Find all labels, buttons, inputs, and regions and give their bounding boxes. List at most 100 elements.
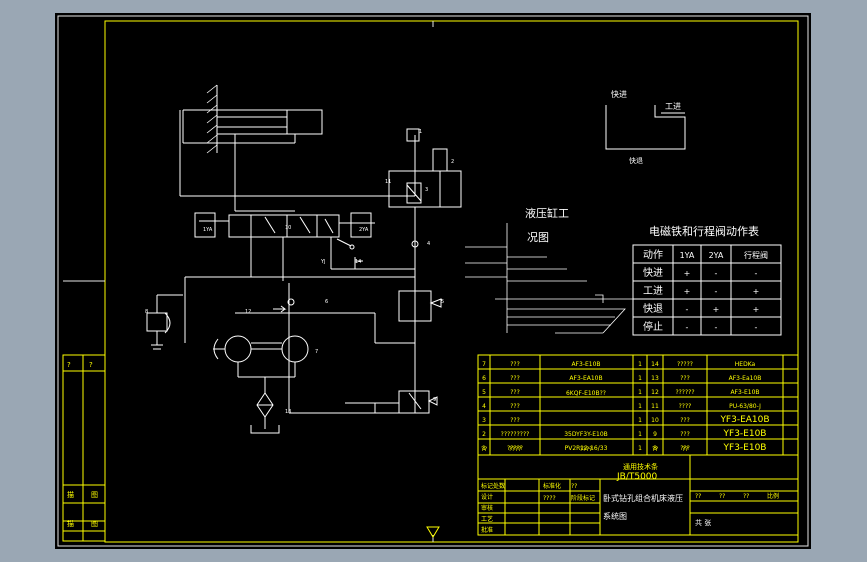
pump-2 xyxy=(281,335,309,363)
side-label-2: ? xyxy=(89,361,93,369)
action-cell: 工进 xyxy=(643,285,663,297)
parts-cell: ???? xyxy=(679,403,692,410)
parts-cell: ?????? xyxy=(675,389,694,396)
hydraulic-cylinder xyxy=(216,109,323,135)
action-cell: - xyxy=(686,323,689,332)
action-cell: + xyxy=(753,305,760,314)
side-label-6: 图 xyxy=(91,520,98,528)
parts-cell: 7 xyxy=(482,361,486,368)
outer-border xyxy=(57,15,809,547)
parts-cell: 4 xyxy=(482,403,486,410)
directional-valve xyxy=(228,214,340,238)
parts-cell: AF3-E10B xyxy=(730,389,759,396)
circuit-label: 9 xyxy=(433,397,436,403)
parts-cell: ????? xyxy=(507,445,523,452)
parts-cell: ??? xyxy=(510,403,520,410)
action-cell: 快进 xyxy=(643,267,663,279)
circuit-label: 12 xyxy=(245,309,251,315)
parts-footer-cell: ???? xyxy=(509,446,522,453)
parts-cell: 3 xyxy=(482,417,486,424)
parts-cell: 10 xyxy=(651,417,659,424)
parts-cell: 9 xyxy=(653,431,657,438)
circuit-label: 7 xyxy=(315,349,318,355)
parts-cell: PU-63/80-J xyxy=(729,403,761,410)
action-cell: + xyxy=(713,305,720,314)
title-row-label: 工艺 xyxy=(481,515,493,523)
sequence-label-fast-return: 快退 xyxy=(629,156,643,165)
parts-cell: ??? xyxy=(680,431,690,438)
parts-footer-cell: ?? xyxy=(652,446,658,453)
circuit-label: 14 xyxy=(355,259,361,265)
standard-code: JB/T5000 xyxy=(616,472,658,482)
parts-cell: AF3-E10B xyxy=(571,361,600,368)
parts-cell: ????? xyxy=(677,361,693,368)
action-cell: - xyxy=(715,287,718,296)
title-row-label: 批准 xyxy=(481,526,493,534)
title-cell: ???? xyxy=(543,495,556,502)
action-header-cell: 动作 xyxy=(643,249,663,261)
hydraulic-drawing: ? ? 描 图 描 图 xyxy=(57,15,809,547)
sheet-number-label: 共 张 xyxy=(695,518,711,527)
parts-cell: 1 xyxy=(638,431,642,438)
circuit-label: YJ xyxy=(320,259,326,265)
action-cell: - xyxy=(715,269,718,278)
drawing-sheet: ? ? 描 图 描 图 xyxy=(55,13,811,549)
title-cell: 比例 xyxy=(767,492,779,500)
action-cell: - xyxy=(755,269,758,278)
parts-cell: ??? xyxy=(680,417,690,424)
circuit-label: 5 xyxy=(441,299,444,305)
title-cell: 阶段标记 xyxy=(571,494,595,502)
parts-cell: AF3-Ea10B xyxy=(729,375,762,382)
side-label-3: 描 xyxy=(67,490,74,499)
action-header-cell: 2YA xyxy=(709,251,724,260)
parts-cell: PV2R12-16/33 xyxy=(565,445,608,452)
action-cell: - xyxy=(755,323,758,332)
action-table-title: 电磁铁和行程阀动作表 xyxy=(649,224,759,238)
parts-cell: ??? xyxy=(510,375,520,382)
parts-cell: ??? xyxy=(510,361,520,368)
title-row-label: 设计 xyxy=(481,493,493,501)
parts-cell: 35DYF3Y-E10B xyxy=(564,431,608,438)
action-cell: + xyxy=(684,269,691,278)
parts-cell: ??? xyxy=(680,445,690,452)
parts-cell: YF3-E10B xyxy=(723,429,767,439)
parts-footer-cell: ???? xyxy=(580,446,593,453)
standard-label: 通用技术条 xyxy=(623,462,658,471)
circuit-label: 1YA xyxy=(203,227,213,233)
parts-cell: ????????? xyxy=(501,431,530,438)
parts-cell: 12 xyxy=(651,389,659,396)
circuit-label: 2 xyxy=(451,159,454,165)
parts-cell: 11 xyxy=(651,403,659,410)
parts-cell: ??? xyxy=(680,375,690,382)
action-header-cell: 1YA xyxy=(680,251,695,260)
condition-curve xyxy=(465,223,635,334)
circuit-label: 2YA xyxy=(359,227,369,233)
parts-cell: 1 xyxy=(638,403,642,410)
title-cell: ?? xyxy=(743,493,749,500)
center-mark-icon xyxy=(426,526,440,538)
parts-cell: 6 xyxy=(482,375,486,382)
circuit-label: 6 xyxy=(325,299,328,305)
parts-cell: 5 xyxy=(482,389,486,396)
parts-cell: YF3-E10B xyxy=(723,443,767,453)
left-side-strip xyxy=(62,354,106,542)
parts-cell: 8 xyxy=(653,445,657,452)
circuit-label: 4 xyxy=(427,241,430,247)
condition-diagram-title: 液压缸工 xyxy=(525,206,569,220)
sequence-label-fast-forward: 快进 xyxy=(611,89,627,99)
parts-cell: 1 xyxy=(638,361,642,368)
action-cell: 快退 xyxy=(643,303,663,315)
action-cell: - xyxy=(715,323,718,332)
side-label-1: ? xyxy=(67,361,71,369)
parts-cell: 14 xyxy=(651,361,659,368)
parts-cell: 1 xyxy=(482,445,486,452)
side-label-4: 图 xyxy=(91,491,98,499)
motion-sequence xyxy=(605,105,686,150)
parts-cell: HEDKa xyxy=(735,361,756,368)
parts-cell: 2 xyxy=(482,431,486,438)
